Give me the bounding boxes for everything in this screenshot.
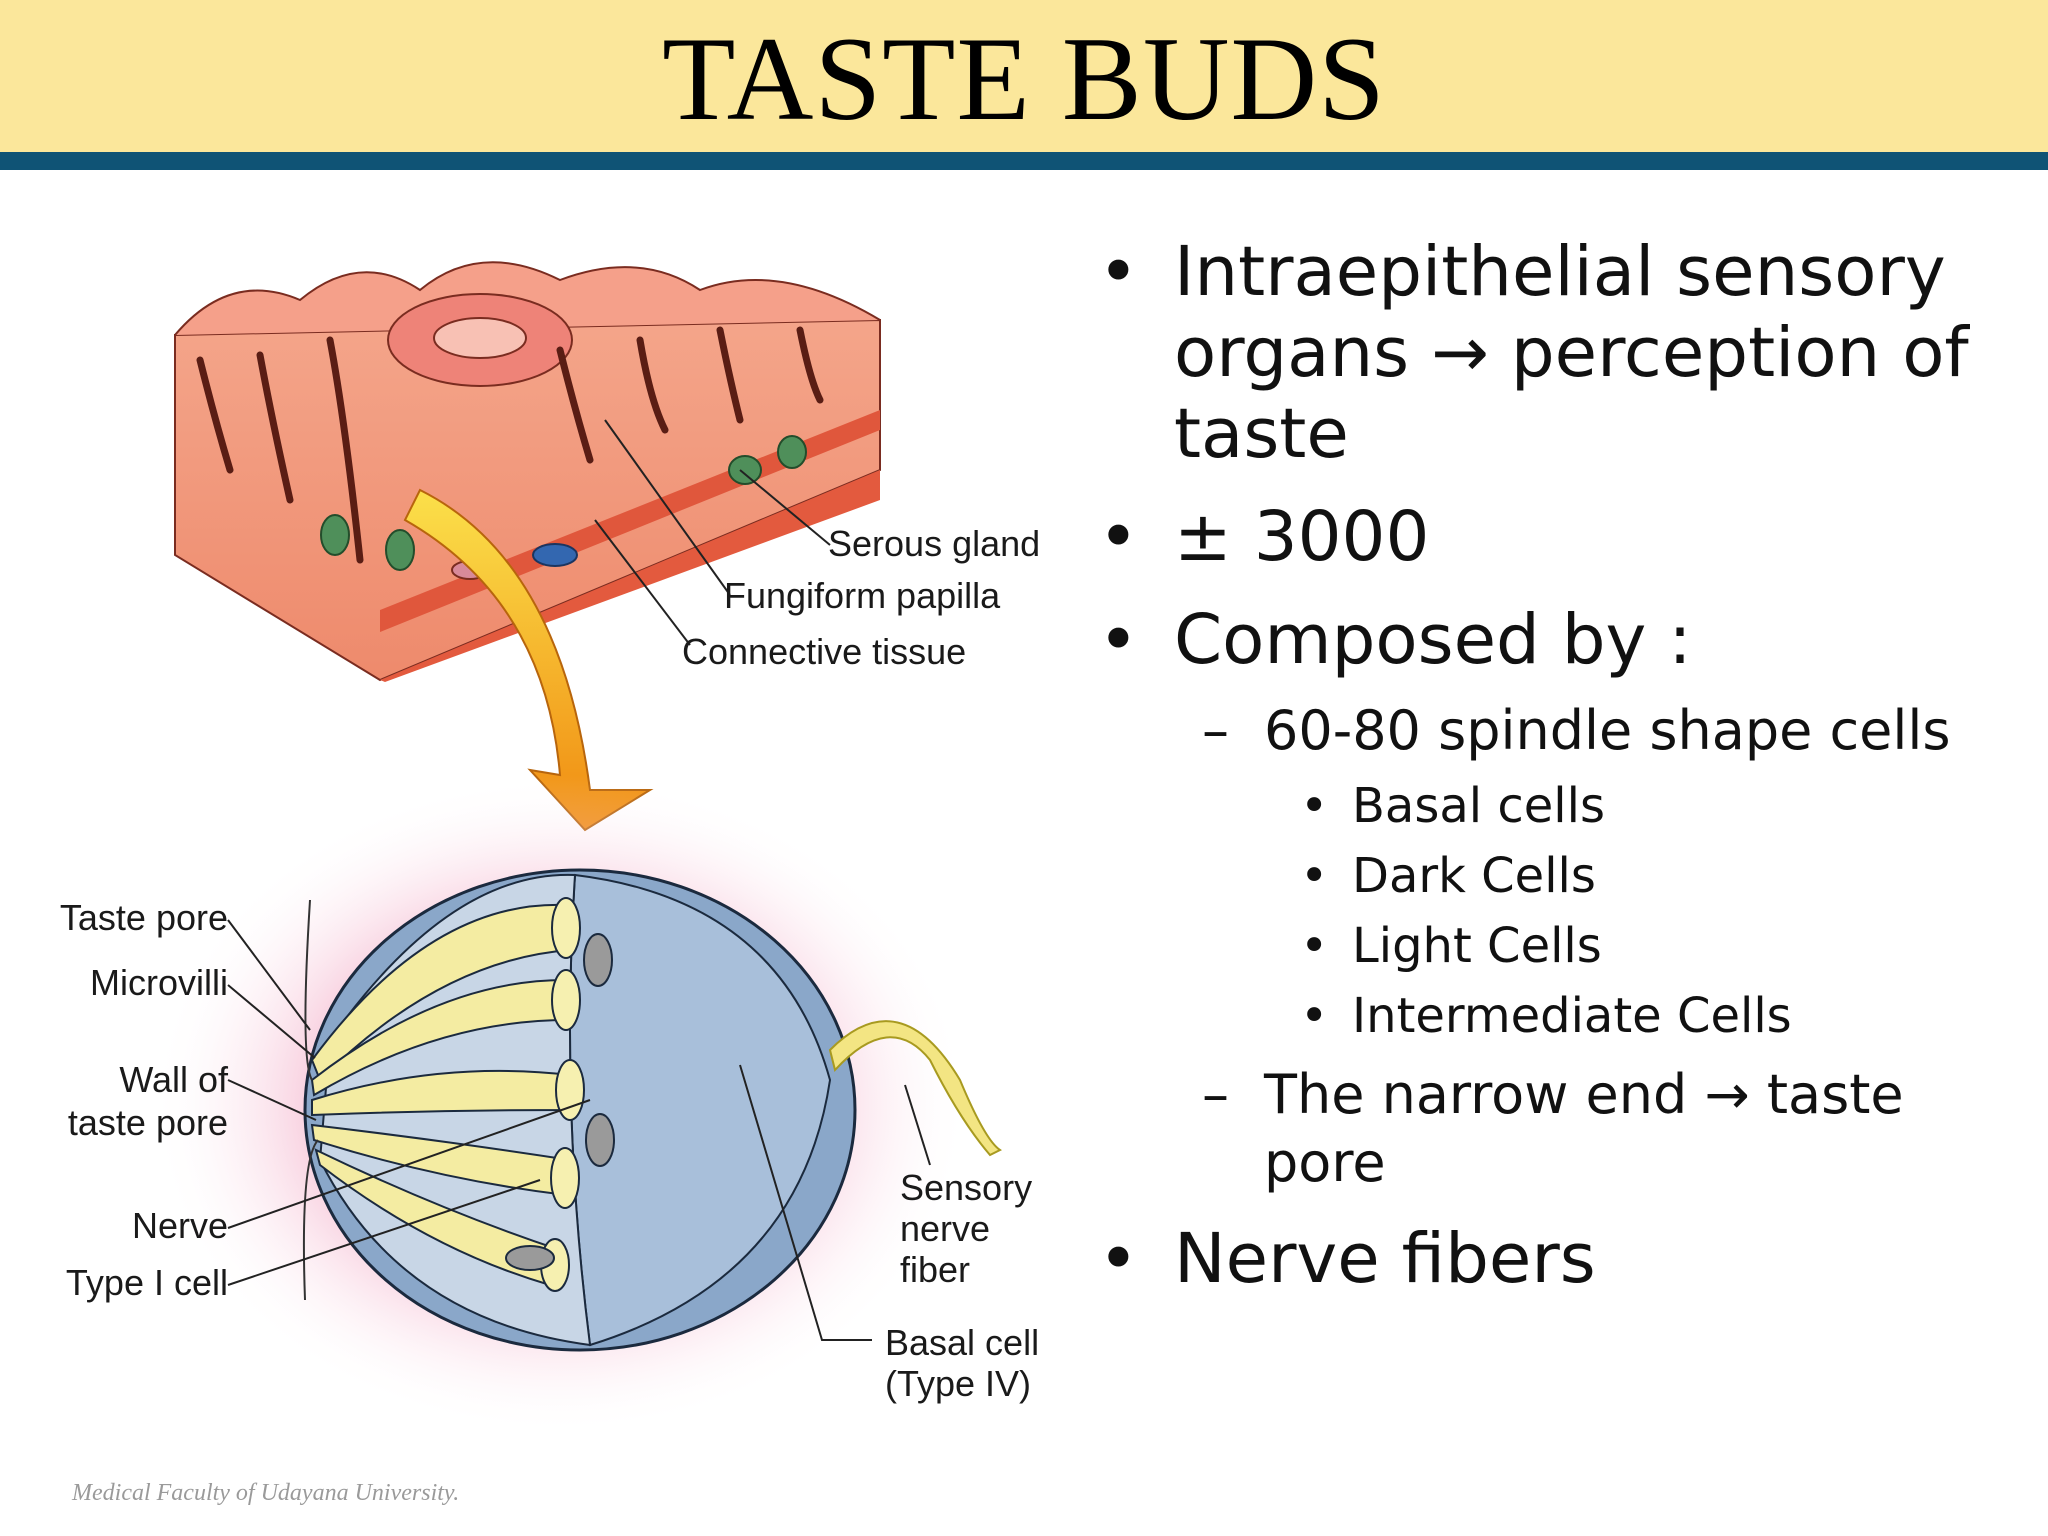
tongue-tissue-block bbox=[174, 261, 881, 682]
label-wall-line2: taste pore bbox=[68, 1102, 228, 1143]
title-bar bbox=[0, 0, 2048, 152]
bullet-composed-by: Composed by : bbox=[1090, 600, 2020, 681]
label-basal-line2: (Type IV) bbox=[885, 1363, 1031, 1404]
label-sensory-line3: fiber bbox=[900, 1249, 970, 1290]
label-serous-gland: Serous gland bbox=[828, 523, 1040, 564]
label-microvilli: Microvilli bbox=[90, 962, 228, 1003]
label-taste-pore: Taste pore bbox=[60, 897, 228, 938]
bullet-list: Intraepithelial sensory organs → percept… bbox=[1090, 232, 2020, 1300]
taste-bud bbox=[302, 868, 1002, 1352]
sub-item-dark-cells: Dark Cells bbox=[1090, 847, 2020, 905]
label-wall-line1: Wall of bbox=[119, 1059, 229, 1100]
slide-title: TASTE BUDS bbox=[662, 12, 1386, 145]
label-sensory-line2: nerve bbox=[900, 1208, 990, 1249]
label-basal-line1: Basal cell bbox=[885, 1322, 1039, 1363]
leader-lines bbox=[227, 419, 931, 1341]
sub-bullet-spindle-cells: 60-80 spindle shape cells bbox=[1090, 697, 2020, 765]
bullet-count: ± 3000 bbox=[1090, 497, 2020, 578]
sub-item-light-cells: Light Cells bbox=[1090, 917, 2020, 975]
taste-bud-diagram: Serous gland Fungiform papilla Connectiv… bbox=[60, 261, 1040, 1435]
label-fungiform-papilla: Fungiform papilla bbox=[724, 575, 1001, 616]
label-nerve: Nerve bbox=[132, 1205, 228, 1246]
diagram-label-group: Serous gland Fungiform papilla Connectiv… bbox=[60, 523, 1040, 1404]
sub-item-basal-cells: Basal cells bbox=[1090, 777, 2020, 835]
title-underline bbox=[0, 152, 2048, 170]
bullet-intraepithelial: Intraepithelial sensory organs → percept… bbox=[1090, 232, 2020, 475]
sub-bullet-narrow-end: The narrow end → taste pore bbox=[1090, 1061, 2020, 1197]
bullet-nerve-fibers: Nerve fibers bbox=[1090, 1219, 2020, 1300]
footer-credit: Medical Faculty of Udayana University. bbox=[72, 1480, 460, 1506]
sub-item-intermediate-cells: Intermediate Cells bbox=[1090, 987, 2020, 1045]
label-connective-tissue: Connective tissue bbox=[682, 631, 966, 672]
label-type1-cell: Type I cell bbox=[66, 1262, 228, 1303]
label-sensory-line1: Sensory bbox=[900, 1167, 1032, 1208]
